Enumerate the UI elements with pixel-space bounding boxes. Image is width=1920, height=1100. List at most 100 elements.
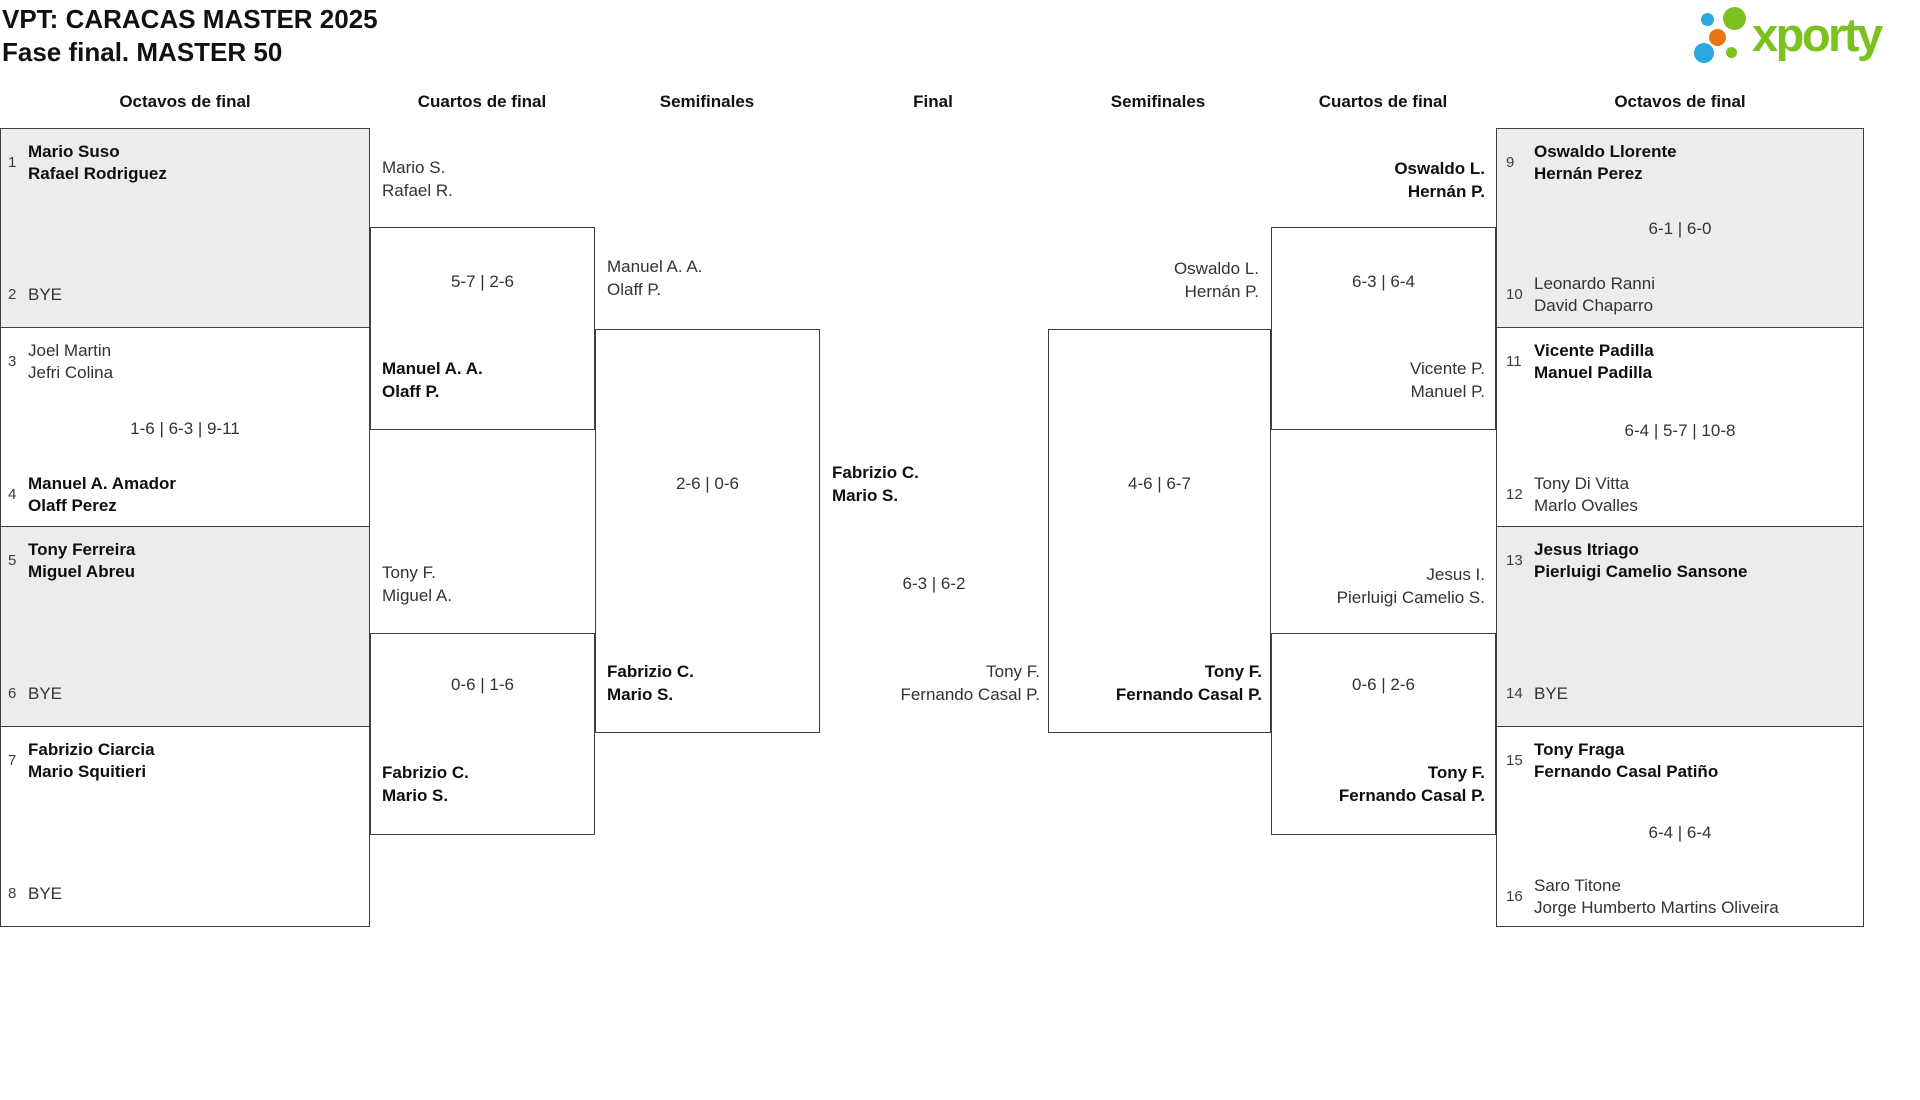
label-cuartos-right-2-team2: Tony F. Fernando Casal P. bbox=[1185, 761, 1485, 807]
page-title: VPT: CARACAS MASTER 2025 Fase final. MAS… bbox=[2, 3, 378, 69]
match-score: 6-4 | 6-4 bbox=[1648, 823, 1712, 842]
player-name: Manuel A. A. bbox=[607, 257, 703, 276]
match-box-octavos-left-1 bbox=[0, 128, 370, 328]
player-name: Manuel Padilla bbox=[1534, 363, 1653, 382]
logo-dot-blue-large bbox=[1694, 43, 1714, 63]
seed-number: 13 bbox=[1506, 552, 1523, 569]
match-score: 6-4 | 5-7 | 10-8 bbox=[1624, 421, 1736, 440]
player-name: Fernando Casal P. bbox=[1115, 685, 1262, 704]
player-name: BYE bbox=[28, 884, 63, 903]
match-box-cuartos-left-1 bbox=[370, 227, 595, 430]
player-name: Marlo Ovalles bbox=[1534, 496, 1638, 515]
player-name: Jesus Itriago bbox=[1534, 540, 1639, 559]
player-name: Jorge Humberto Martins Oliveira bbox=[1534, 898, 1779, 917]
seed-number: 2 bbox=[8, 286, 17, 303]
player-name: Miguel A. bbox=[382, 586, 452, 605]
label-semis-right-team2: Tony F. Fernando Casal P. bbox=[962, 660, 1262, 706]
round-header-final: Final bbox=[913, 92, 953, 111]
round-header-octavos-left: Octavos de final bbox=[119, 92, 251, 111]
player-name: Manuel P. bbox=[1410, 382, 1485, 401]
label-cuartos-right-2-team1: Jesus I. Pierluigi Camelio S. bbox=[1185, 563, 1485, 609]
label-semis-right-team1: Oswaldo L. Hernán P. bbox=[959, 257, 1259, 303]
player-name: Fabrizio C. bbox=[607, 662, 694, 681]
label-cuartos-left-2-team1: Tony F. Miguel A. bbox=[382, 561, 452, 607]
player-name: Saro Titone bbox=[1534, 876, 1621, 895]
match-score: 6-3 | 6-2 bbox=[902, 574, 966, 593]
player-name: Rafael R. bbox=[382, 181, 453, 200]
match-score: 5-7 | 2-6 bbox=[450, 272, 514, 291]
seed-number: 1 bbox=[8, 154, 17, 171]
player-name: Tony Fraga bbox=[1534, 740, 1625, 759]
player-name: Olaff P. bbox=[607, 280, 662, 299]
player-name: Fabrizio C. bbox=[832, 463, 919, 482]
match-box-cuartos-left-2 bbox=[370, 633, 595, 835]
tournament-name: VPT: CARACAS MASTER 2025 bbox=[2, 4, 378, 34]
label-cuartos-left-1-team1: Mario S. Rafael R. bbox=[382, 156, 453, 202]
player-name: Vicente Padilla bbox=[1534, 341, 1654, 360]
player-name: Vicente P. bbox=[1410, 359, 1485, 378]
team-slot-2: 2 BYE bbox=[8, 284, 62, 306]
seed-number: 8 bbox=[8, 885, 17, 902]
player-name: Pierluigi Camelio S. bbox=[1336, 588, 1485, 607]
player-name: Fernando Casal P. bbox=[1338, 786, 1485, 805]
match-box-octavos-right-1 bbox=[1496, 128, 1864, 328]
logo-dot-blue-small bbox=[1701, 13, 1714, 26]
player-name: Olaff Perez bbox=[28, 496, 117, 515]
player-name: Hernán Perez bbox=[1534, 164, 1643, 183]
seed-number: 14 bbox=[1506, 685, 1523, 702]
match-score: 0-6 | 1-6 bbox=[450, 675, 514, 694]
player-name: Rafael Rodriguez bbox=[28, 164, 167, 183]
round-header-cuartos-left: Cuartos de final bbox=[417, 92, 547, 111]
player-name: Miguel Abreu bbox=[28, 562, 136, 581]
player-name: Hernán P. bbox=[1407, 182, 1485, 201]
player-name: Oswaldo L. bbox=[1394, 159, 1485, 178]
seed-number: 5 bbox=[8, 552, 17, 569]
player-name: Oswaldo Llorente bbox=[1534, 142, 1677, 161]
label-cuartos-right-1-team2: Vicente P. Manuel P. bbox=[1185, 357, 1485, 403]
player-name: Hernán P. bbox=[1184, 282, 1259, 301]
seed-number: 7 bbox=[8, 752, 17, 769]
player-name: Tony F. bbox=[1204, 662, 1262, 681]
team-slot-6: 6 BYE bbox=[8, 683, 62, 705]
logo-dot-orange bbox=[1709, 29, 1726, 46]
label-final-team1: Fabrizio C. Mario S. bbox=[832, 461, 919, 507]
player-name: Mario Squitieri bbox=[28, 762, 147, 781]
label-final-team2: Tony F. Fernando Casal P. bbox=[740, 660, 1040, 706]
player-name: Joel Martin bbox=[28, 341, 112, 360]
player-name: David Chaparro bbox=[1534, 296, 1654, 315]
seed-number: 10 bbox=[1506, 286, 1523, 303]
player-name: Olaff P. bbox=[382, 382, 440, 401]
match-box-octavos-right-3 bbox=[1496, 526, 1864, 727]
player-name: Tony F. bbox=[382, 563, 436, 582]
player-name: Tony F. bbox=[986, 662, 1040, 681]
seed-number: 6 bbox=[8, 685, 17, 702]
player-name: BYE bbox=[28, 285, 63, 304]
round-header-semis-left: Semifinales bbox=[659, 92, 755, 111]
label-cuartos-right-1-team1: Oswaldo L. Hernán P. bbox=[1185, 157, 1485, 203]
player-name: Fernando Casal P. bbox=[900, 685, 1040, 704]
player-name: Mario Suso bbox=[28, 142, 120, 161]
match-box-cuartos-right-1 bbox=[1271, 227, 1496, 430]
player-name: Manuel A. A. bbox=[382, 359, 483, 378]
player-name: BYE bbox=[1534, 684, 1569, 703]
team-slot-14: 14 BYE bbox=[1506, 683, 1568, 705]
player-name: Tony F. bbox=[1427, 763, 1485, 782]
seed-number: 9 bbox=[1506, 154, 1515, 171]
match-box-cuartos-right-2 bbox=[1271, 633, 1496, 835]
match-score: 4-6 | 6-7 bbox=[1127, 474, 1191, 493]
player-name: Tony Di Vitta bbox=[1534, 474, 1630, 493]
round-header-octavos-right: Octavos de final bbox=[1614, 92, 1746, 111]
player-name: Manuel A. Amador bbox=[28, 474, 176, 493]
player-name: Pierluigi Camelio Sansone bbox=[1534, 562, 1748, 581]
player-name: Fabrizio C. bbox=[382, 763, 469, 782]
player-name: Mario S. bbox=[382, 158, 446, 177]
match-box-semis-right bbox=[1048, 329, 1271, 733]
player-name: Mario S. bbox=[382, 786, 449, 805]
